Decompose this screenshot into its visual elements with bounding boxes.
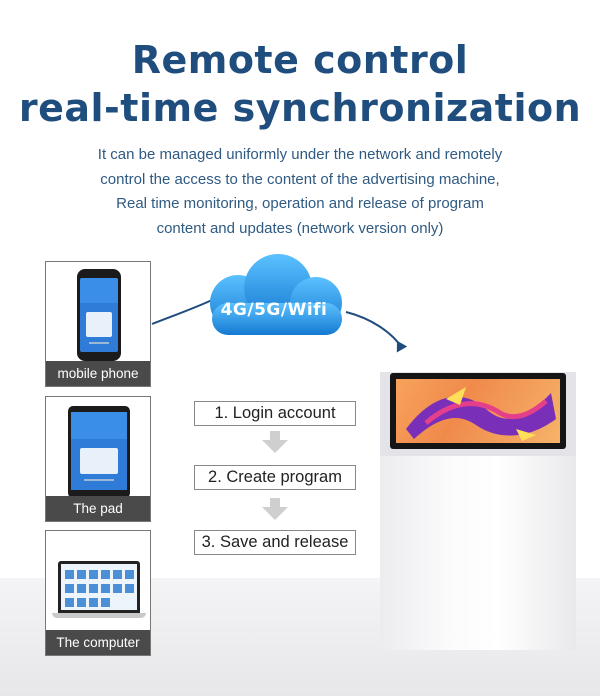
phone-cloud-connector <box>151 299 213 325</box>
step-create-program: 2. Create program <box>194 465 356 490</box>
description: It can be managed uniformly under the ne… <box>40 143 560 241</box>
device-card-computer: The computer <box>45 530 151 656</box>
kiosk-screen-artwork <box>396 379 560 443</box>
device-card-pad: The pad <box>45 396 151 522</box>
down-arrow-icon <box>262 431 288 453</box>
description-line: Real time monitoring, operation and rele… <box>116 195 484 212</box>
kiosk-stand <box>380 454 576 650</box>
kiosk-display <box>390 373 566 449</box>
cloud-badge: 4G/5G/Wifi <box>188 248 360 344</box>
description-line: It can be managed uniformly under the ne… <box>97 146 503 163</box>
laptop-base <box>52 613 146 618</box>
description-line: content and updates (network version onl… <box>156 219 444 237</box>
laptop-icon <box>58 561 140 613</box>
tablet-icon <box>68 406 130 498</box>
page-title-line1: Remote control <box>131 38 469 82</box>
cloud-label: 4G/5G/Wifi <box>220 300 328 320</box>
description-line: control the access to the content of the… <box>100 170 500 188</box>
down-arrow-icon <box>262 498 288 520</box>
device-label-pad: The pad <box>46 496 150 521</box>
phone-icon <box>77 269 121 361</box>
device-label-phone: mobile phone <box>46 361 150 386</box>
step-save-and-release: 3. Save and release <box>194 530 356 555</box>
step-login-account: 1. Login account <box>194 401 356 426</box>
device-label-computer: The computer <box>46 630 150 655</box>
page-title-line2: real-time synchronization <box>18 86 582 130</box>
cloud-icon <box>210 254 342 335</box>
arrowhead-icon <box>396 340 408 353</box>
device-card-mobile-phone: mobile phone <box>45 261 151 387</box>
